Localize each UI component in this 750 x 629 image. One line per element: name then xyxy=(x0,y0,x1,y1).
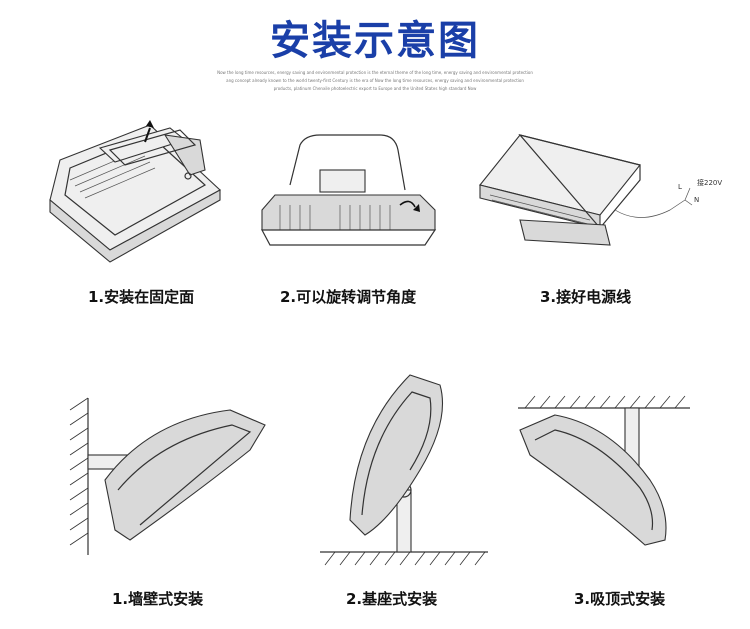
wall-mount-illustration xyxy=(69,397,266,555)
step-3-caption: 3.接好电源线 xyxy=(540,288,632,306)
voltage-label: 接220V xyxy=(697,179,723,187)
neutral-wire-label: N xyxy=(694,196,700,204)
ceiling-mount-caption: 3.吸顶式安装 xyxy=(574,590,666,608)
base-mount-caption: 2.基座式安装 xyxy=(346,590,438,608)
step-2-caption: 2.可以旋转调节角度 xyxy=(280,288,417,306)
ceiling-mount-illustration xyxy=(518,395,690,546)
wall-mount-caption: 1.墙壁式安装 xyxy=(112,590,204,608)
step3-illustration xyxy=(479,133,693,246)
page-title: 安装示意图 xyxy=(270,18,480,64)
live-wire-label: L xyxy=(678,183,682,191)
step-1-caption: 1.安装在固定面 xyxy=(88,288,195,306)
subtitle-line: ang concept already known to the world t… xyxy=(226,78,524,83)
step2-illustration xyxy=(261,134,437,246)
subtitle-line: Now the long time resources, energy savi… xyxy=(217,70,533,75)
subtitle-line: products, platinum Chenxile photoelectri… xyxy=(273,86,477,91)
base-mount-illustration xyxy=(320,374,488,566)
step1-illustration xyxy=(49,120,221,263)
